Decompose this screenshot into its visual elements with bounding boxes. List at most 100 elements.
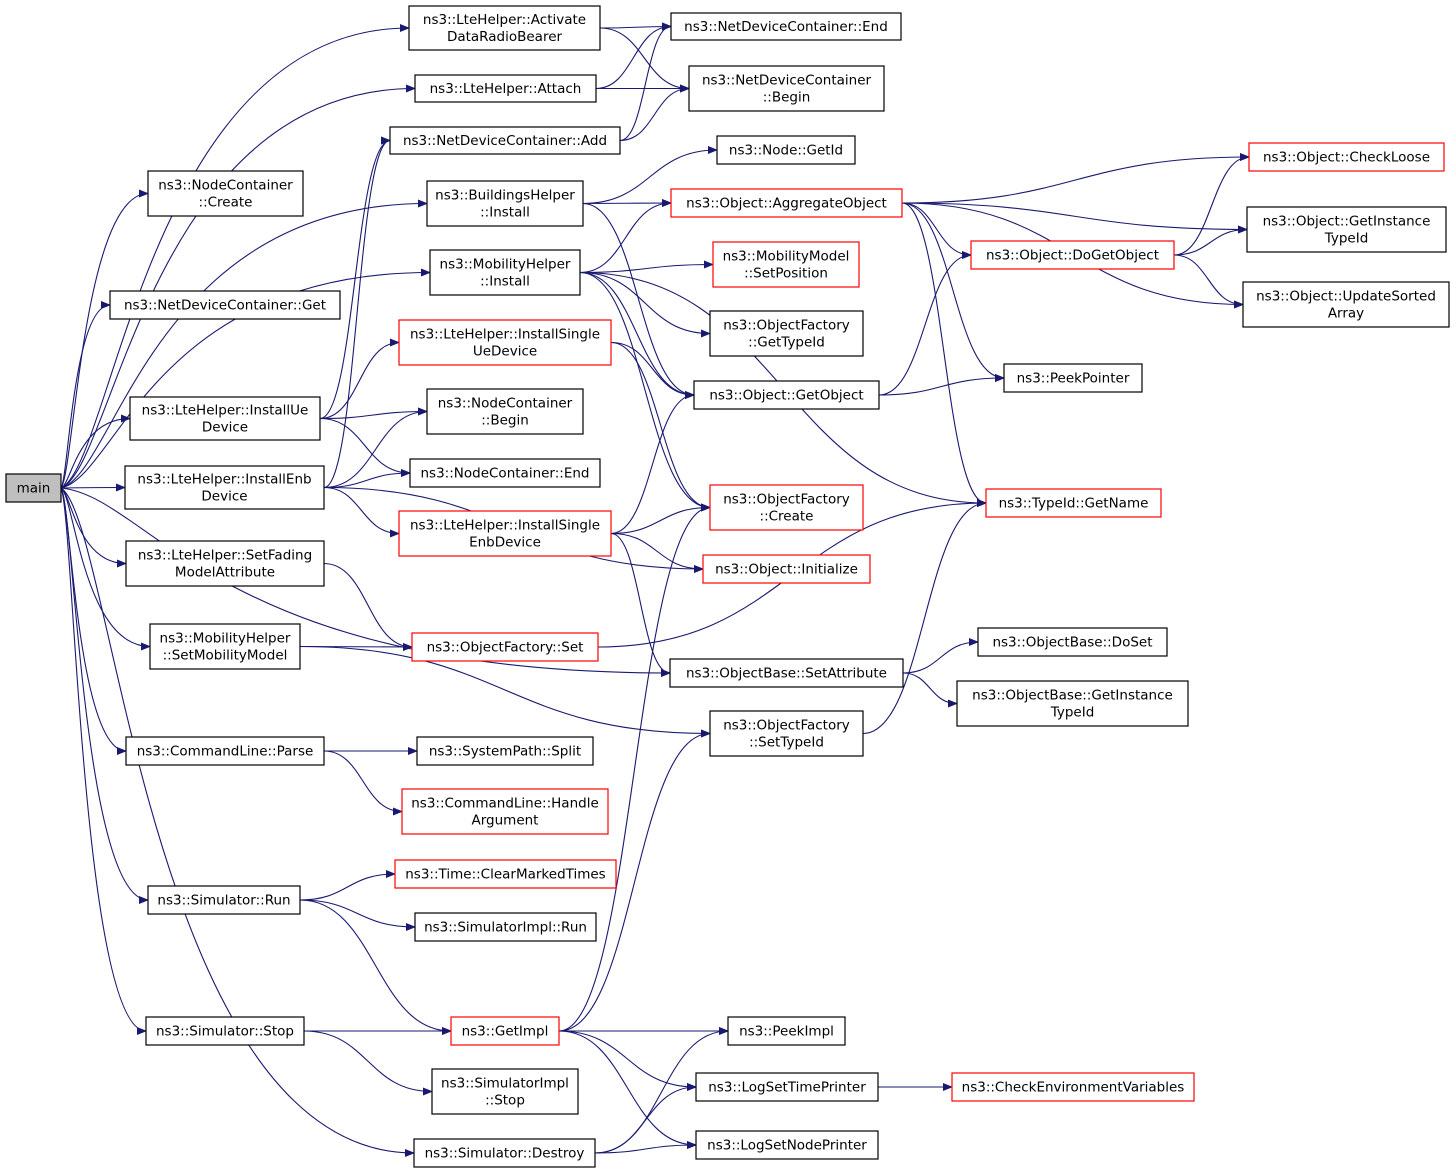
- node-simimpl-stop[interactable]: ns3::SimulatorImpl::Stop: [431, 1068, 579, 1115]
- node-mm-setpos[interactable]: ns3::MobilityModel::SetPosition: [712, 241, 860, 288]
- node-label: ::Install: [480, 274, 530, 290]
- node-box: [125, 540, 325, 587]
- node-label: ns3::ObjectFactory: [723, 718, 850, 734]
- node-peek-pointer[interactable]: ns3::PeekPointer: [1003, 363, 1143, 393]
- edge-activate-to-ndc-begin: [599, 27, 690, 93]
- node-box: [951, 1072, 1195, 1102]
- node-log-node[interactable]: ns3::LogSetNodePrinter: [695, 1130, 879, 1160]
- node-label: ns3::SystemPath::Split: [429, 744, 581, 760]
- node-box: [411, 632, 599, 662]
- node-sim-destroy[interactable]: ns3::Simulator::Destroy: [413, 1138, 596, 1168]
- node-obj-init[interactable]: ns3::Object::Initialize: [702, 554, 871, 584]
- node-nc-end[interactable]: ns3::NodeContainer::End: [409, 458, 601, 488]
- node-ndc-get[interactable]: ns3::NetDeviceContainer::Get: [109, 290, 341, 320]
- node-label: ns3::Simulator::Run: [157, 893, 290, 909]
- node-box: [389, 126, 621, 155]
- node-peek-impl[interactable]: ns3::PeekImpl: [727, 1016, 846, 1046]
- node-box: [985, 488, 1162, 518]
- node-simimpl-run[interactable]: ns3::SimulatorImpl::Run: [414, 912, 597, 942]
- node-ndc-end[interactable]: ns3::NetDeviceContainer::End: [670, 12, 902, 41]
- edge-ob-setattr-to-ob-getinst: [902, 672, 958, 708]
- node-label: ns3::LteHelper::InstallSingle: [410, 518, 600, 534]
- node-ob-setattr[interactable]: ns3::ObjectBase::SetAttribute: [669, 658, 904, 688]
- node-label: ns3::Object::GetObject: [709, 388, 863, 404]
- node-obj-dogetobject[interactable]: ns3::Object::DoGetObject: [970, 240, 1175, 270]
- node-of-gettypeid[interactable]: ns3::ObjectFactory::GetTypeId: [709, 310, 864, 357]
- node-get-impl[interactable]: ns3::GetImpl: [450, 1016, 560, 1046]
- node-node-getid[interactable]: ns3::Node::GetId: [716, 135, 856, 165]
- node-label: ns3::Object::Initialize: [715, 562, 858, 578]
- node-label: ::Install: [480, 205, 530, 221]
- node-label: ::Begin: [481, 413, 529, 429]
- node-label: Device: [201, 489, 247, 505]
- node-of-create[interactable]: ns3::ObjectFactory::Create: [709, 484, 864, 531]
- node-label: ns3::Object::AggregateObject: [686, 196, 887, 212]
- node-of-set[interactable]: ns3::ObjectFactory::Set: [411, 632, 599, 662]
- node-sim-stop[interactable]: ns3::Simulator::Stop: [145, 1016, 305, 1046]
- node-nc-begin[interactable]: ns3::NodeContainer::Begin: [426, 388, 584, 435]
- node-ndc-begin[interactable]: ns3::NetDeviceContainer::Begin: [688, 65, 885, 112]
- node-label: ns3::LteHelper::InstallUe: [142, 403, 309, 419]
- node-sim-run[interactable]: ns3::Simulator::Run: [147, 885, 301, 915]
- edge-install-ue-to-ndc-add: [319, 136, 391, 420]
- node-mh-install[interactable]: ns3::MobilityHelper::Install: [429, 249, 581, 296]
- edge-obj-aggregate-to-obj-dogetobject: [901, 202, 972, 259]
- edge-install-enb-to-install-single-enb: [323, 486, 400, 538]
- edge-main-to-activate: [60, 24, 410, 489]
- node-label: ns3::ObjectFactory::Set: [427, 640, 584, 656]
- node-check-env[interactable]: ns3::CheckEnvironmentVariables: [951, 1072, 1195, 1102]
- node-obj-checkloose[interactable]: ns3::Object::CheckLoose: [1248, 142, 1445, 172]
- node-box: [414, 74, 597, 103]
- node-set-mobility[interactable]: ns3::MobilityHelper::SetMobilityModel: [149, 623, 301, 670]
- edge-obj-getobject-to-peek-pointer: [878, 374, 1005, 396]
- node-box: [695, 1072, 879, 1102]
- edge-of-settypeid-to-typeid-getname: [862, 499, 987, 735]
- node-label: ns3::MobilityHelper: [160, 631, 291, 647]
- node-attach[interactable]: ns3::LteHelper::Attach: [414, 74, 597, 103]
- node-obj-getobject[interactable]: ns3::Object::GetObject: [693, 380, 880, 410]
- node-sp-split[interactable]: ns3::SystemPath::Split: [416, 736, 594, 766]
- edge-obj-aggregate-to-obj-checkloose: [901, 153, 1250, 204]
- edge-obj-getobject-to-obj-dogetobject: [878, 251, 972, 396]
- node-box: [1248, 142, 1445, 172]
- node-label: ::Create: [760, 509, 814, 525]
- node-obj-aggregate[interactable]: ns3::Object::AggregateObject: [670, 188, 903, 218]
- edge-ndc-add-to-ndc-end: [619, 22, 672, 142]
- edge-install-single-enb-to-ob-setattr: [610, 532, 671, 677]
- node-typeid-getname[interactable]: ns3::TypeId::GetName: [985, 488, 1162, 518]
- node-label: ns3::TypeId::GetName: [999, 496, 1149, 512]
- edge-install-enb-to-nc-end: [323, 469, 411, 489]
- node-label: ns3::NetDeviceContainer::Add: [403, 133, 607, 149]
- edge-mh-install-to-obj-getobject: [579, 271, 695, 399]
- node-time-clear[interactable]: ns3::Time::ClearMarkedTimes: [394, 859, 617, 889]
- node-box: [431, 1068, 579, 1115]
- node-box: [398, 510, 612, 557]
- node-nc-create[interactable]: ns3::NodeContainer::Create: [147, 170, 304, 217]
- node-label: DataRadioBearer: [447, 29, 563, 45]
- node-log-time[interactable]: ns3::LogSetTimePrinter: [695, 1072, 879, 1102]
- node-ndc-add[interactable]: ns3::NetDeviceContainer::Add: [389, 126, 621, 155]
- edge-mh-install-to-of-create: [579, 271, 711, 512]
- node-label: EnbDevice: [469, 535, 541, 551]
- edge-set-fading-to-of-set: [323, 562, 413, 651]
- node-box: [398, 319, 612, 366]
- node-main[interactable]: main: [5, 473, 62, 503]
- edge-bh-install-to-node-getid: [582, 146, 718, 205]
- node-of-settypeid[interactable]: ns3::ObjectFactory::SetTypeId: [709, 710, 864, 757]
- node-label: ns3::LogSetTimePrinter: [708, 1080, 866, 1096]
- node-label: ns3::CommandLine::Handle: [411, 796, 599, 812]
- node-cl-parse[interactable]: ns3::CommandLine::Parse: [125, 736, 325, 766]
- node-bh-install[interactable]: ns3::BuildingsHelper::Install: [426, 180, 584, 227]
- node-ob-doset[interactable]: ns3::ObjectBase::DoSet: [977, 627, 1168, 657]
- edge-main-to-set-mobility: [60, 487, 151, 651]
